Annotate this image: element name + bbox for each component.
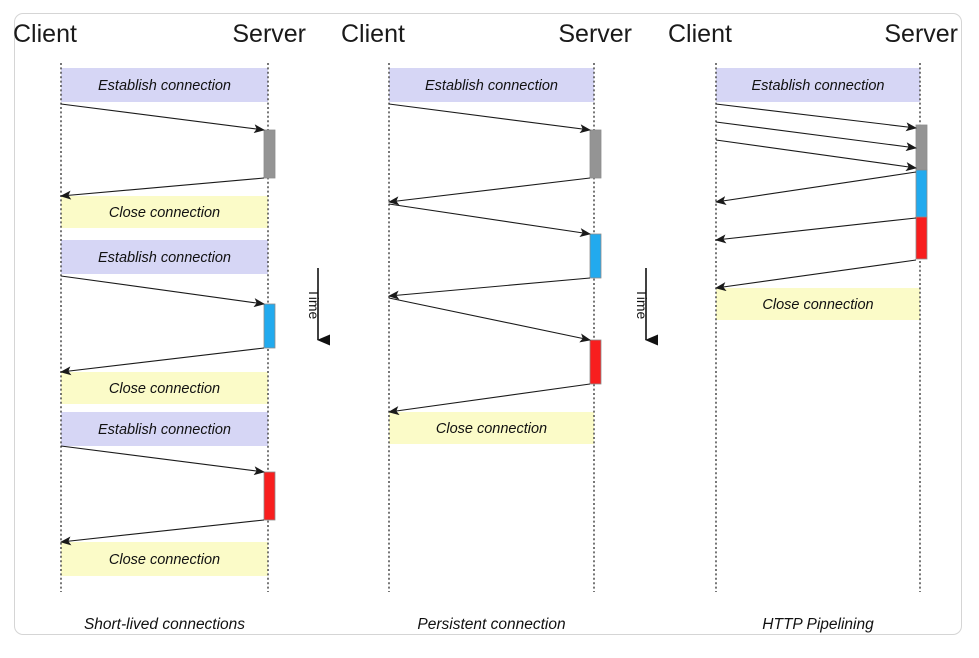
panel-short-lived-client-header: Client [13,20,77,48]
band-establish-1-0 [389,68,594,102]
activation-bar-gray-0-0 [263,129,276,179]
message-request-1-0 [388,103,591,134]
band-close-2-1 [716,288,920,320]
message-response-1-3 [388,277,591,300]
band-close-0-1 [61,196,268,228]
band-label-close-1-1: Close connection [436,421,547,437]
panel-persistent-server-header: Server [558,20,632,48]
band-label-close-0-1: Close connection [109,205,220,221]
message-response-0-1 [60,177,265,200]
band-close-0-3 [61,372,268,404]
message-response-2-3 [715,171,917,205]
band-close-1-1 [389,412,594,444]
message-request-1-4 [388,297,591,343]
activation-bar-gray-2-0 [915,124,928,171]
message-request-2-1 [715,121,917,152]
message-response-2-5 [715,259,917,292]
message-request-0-0 [60,103,265,134]
message-response-0-3 [60,347,265,376]
band-establish-0-4 [61,412,268,446]
band-label-establish-0-4: Establish connection [98,422,231,438]
time-axis-label-persistent: Time [634,289,650,320]
activation-bar-blue-0-1 [263,303,276,349]
band-label-close-2-1: Close connection [762,297,873,313]
panel-persistent-client-header: Client [341,20,405,48]
band-label-close-0-5: Close connection [109,552,220,568]
message-response-2-4 [715,217,917,244]
panel-short-lived-server-header: Server [232,20,306,48]
message-response-1-5 [388,383,591,416]
message-request-1-2 [388,203,591,237]
panel-pipelining-client-header: Client [668,20,732,48]
message-response-1-1 [388,177,591,206]
activation-bar-blue-2-1 [915,169,928,218]
panel-caption-pipelining: HTTP Pipelining [762,616,874,633]
message-request-0-2 [60,275,265,308]
band-label-close-0-3: Close connection [109,381,220,397]
message-request-2-0 [715,103,917,132]
band-establish-0-2 [61,240,268,274]
activation-bar-red-0-2 [263,471,276,521]
band-label-establish-0-2: Establish connection [98,250,231,266]
message-request-0-4 [60,445,265,476]
band-close-0-5 [61,542,268,576]
activation-bar-red-2-2 [915,216,928,260]
activation-bar-red-1-2 [589,339,602,385]
time-axis-label-short-lived: Time [306,289,322,320]
panel-caption-short-lived: Short-lived connections [84,616,245,633]
band-label-establish-2-0: Establish connection [752,78,885,94]
panel-caption-persistent: Persistent connection [417,616,565,633]
band-establish-2-0 [716,68,920,102]
message-response-0-5 [60,519,265,546]
band-label-establish-0-0: Establish connection [98,78,231,94]
band-label-establish-1-0: Establish connection [425,78,558,94]
panel-pipelining-server-header: Server [884,20,958,48]
message-request-2-2 [715,139,917,172]
band-establish-0-0 [61,68,268,102]
activation-bar-blue-1-1 [589,233,602,279]
activation-bar-gray-1-0 [589,129,602,179]
